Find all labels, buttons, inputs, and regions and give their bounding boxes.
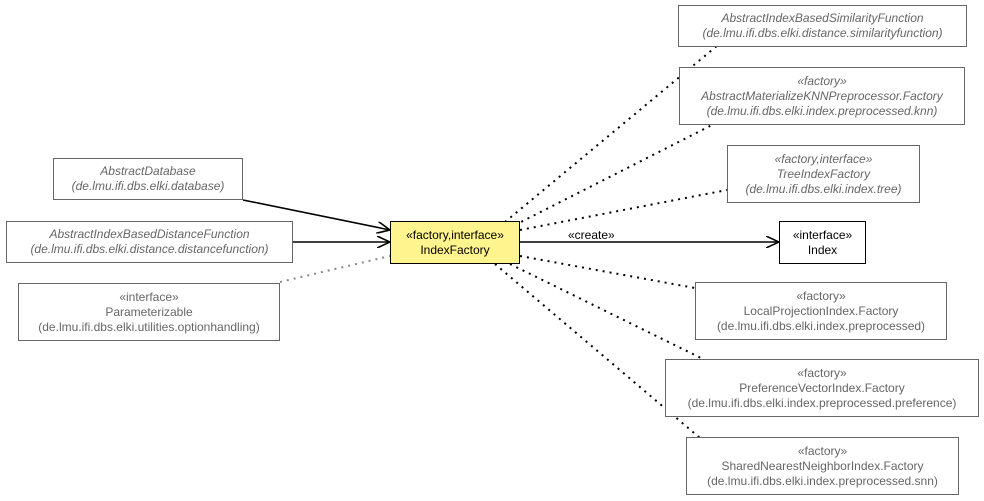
class-name: AbstractIndexBasedSimilarityFunction [721,11,924,25]
class-package: (de.lmu.ifi.dbs.elki.index.preprocessed.… [706,103,938,118]
class-index[interactable]: «interface» Index [779,221,866,264]
class-package: (de.lmu.ifi.dbs.elki.database) [71,179,225,193]
class-name: AbstractDatabase [100,164,196,178]
class-stereotype: «factory» [796,288,846,303]
class-name: PreferenceVectorIndex.Factory [739,380,905,395]
class-stereotype: «factory» [797,73,847,88]
class-package: (de.lmu.ifi.dbs.elki.distance.similarity… [702,26,943,40]
class-stereotype: «interface» [119,289,179,304]
class-name: Parameterizable [105,304,193,319]
class-package: (de.lmu.ifi.dbs.elki.utilities.optionhan… [38,319,260,334]
assoc-abstractdatabase-indexfactory [242,199,390,230]
class-stereotype: «factory» [797,365,847,380]
realization-parameterizable [279,255,391,283]
class-name: SharedNearestNeighborIndex.Factory [721,458,924,473]
class-name: Index [807,242,838,257]
class-abstractmaterializeknnpreprocessor-factory[interactable]: «factory» AbstractMaterializeKNNPreproce… [679,67,965,125]
class-package: (de.lmu.ifi.dbs.elki.index.preprocessed.… [687,395,957,410]
class-stereotype: «factory,interface» [406,227,504,242]
class-preferencevectorindex-factory[interactable]: «factory» PreferenceVectorIndex.Factory … [665,359,979,417]
link-treeindexfactory [519,189,728,231]
class-stereotype: «factory» [797,443,848,458]
class-stereotype: «factory,interface» [774,151,873,166]
class-abstractdatabase[interactable]: AbstractDatabase (de.lmu.ifi.dbs.elki.da… [53,158,243,200]
link-localprojection [519,255,696,289]
class-name: LocalProjectionIndex.Factory [743,303,899,318]
class-localprojectionindex-factory[interactable]: «factory» LocalProjectionIndex.Factory (… [695,282,947,340]
class-indexfactory[interactable]: «factory,interface» IndexFactory [390,221,520,264]
class-package: (de.lmu.ifi.dbs.elki.index.tree) [745,181,902,196]
class-package: (de.lmu.ifi.dbs.elki.index.preprocessed.… [707,473,938,488]
class-package: (de.lmu.ifi.dbs.elki.index.preprocessed) [716,318,926,333]
class-name: AbstractIndexBasedDistanceFunction [49,227,250,241]
create-label: «create» [568,228,615,242]
class-abstractindexbaseddistancefunction[interactable]: AbstractIndexBasedDistanceFunction (de.l… [6,221,293,263]
class-sharednearestneighborindex-factory[interactable]: «factory» SharedNearestNeighborIndex.Fac… [686,437,959,495]
class-name: AbstractMaterializeKNNPreprocessor.Facto… [701,88,943,103]
class-abstractindexbasedsimilarityfunction[interactable]: AbstractIndexBasedSimilarityFunction (de… [678,5,967,47]
class-name: TreeIndexFactory [776,166,871,181]
class-package: (de.lmu.ifi.dbs.elki.distance.distancefu… [30,242,269,256]
class-treeindexfactory[interactable]: «factory,interface» TreeIndexFactory (de… [727,145,920,203]
class-name: IndexFactory [420,242,490,257]
class-parameterizable[interactable]: «interface» Parameterizable (de.lmu.ifi.… [18,283,280,341]
link-knn-factory [514,124,713,226]
link-preferencevector [509,263,704,360]
class-stereotype: «interface» [792,227,853,242]
